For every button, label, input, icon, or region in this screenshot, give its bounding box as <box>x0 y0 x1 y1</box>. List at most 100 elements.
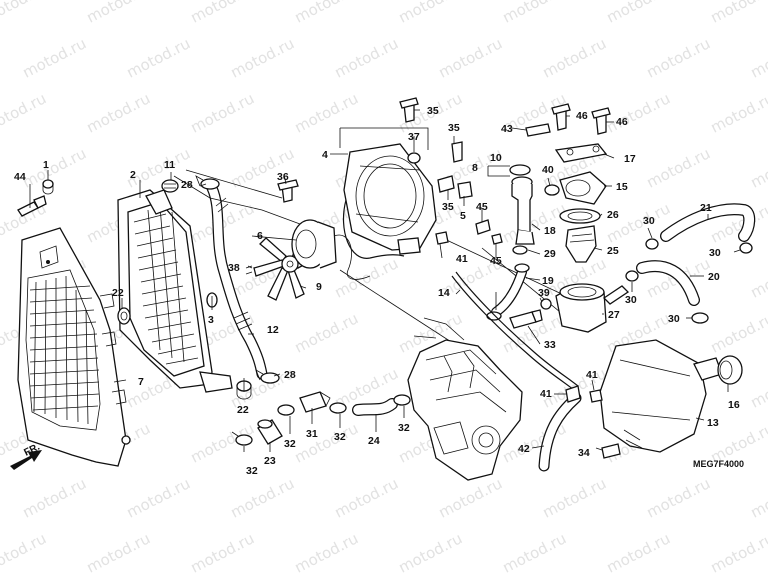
callout-9: 9 <box>316 281 322 293</box>
callout-35-top: 35 <box>427 105 439 117</box>
clamp-32-b <box>277 404 295 416</box>
callout-34: 34 <box>578 447 590 459</box>
o-ring-26 <box>559 208 601 224</box>
callout-11: 11 <box>164 159 175 171</box>
callout-28-lower: 28 <box>284 369 296 381</box>
overflow-tube-42 <box>538 392 582 472</box>
callout-28-upper: 28 <box>181 179 193 191</box>
callout-41-right: 41 <box>586 369 598 381</box>
bolt-43 <box>525 123 551 137</box>
bracket-17 <box>554 143 608 163</box>
reserve-tank-cap-16 <box>717 355 743 385</box>
callout-38: 38 <box>228 262 240 274</box>
callout-22-left: 22 <box>112 287 124 299</box>
callout-15: 15 <box>616 181 628 193</box>
callout-18: 18 <box>544 225 556 237</box>
seal-40 <box>544 184 560 196</box>
callout-19: 19 <box>542 275 554 287</box>
callout-39: 39 <box>538 287 550 299</box>
bolt-35-top <box>399 97 419 123</box>
bolt-45-b <box>491 233 503 245</box>
callout-30-a: 30 <box>643 215 655 227</box>
callout-46-left: 46 <box>576 110 588 122</box>
thermostat-cover-15 <box>559 171 607 205</box>
callout-45-a: 45 <box>476 201 488 213</box>
bolt-46-left <box>551 103 571 131</box>
callout-16: 16 <box>728 399 740 411</box>
clip-5 <box>457 181 473 199</box>
callout-22-lower: 22 <box>237 404 249 416</box>
callout-10: 10 <box>490 152 502 164</box>
hose-21 <box>660 203 756 242</box>
clamp-30-b <box>739 242 753 254</box>
clip-41-mid <box>565 385 581 403</box>
callout-46-right: 46 <box>616 116 628 128</box>
callout-35-left: 35 <box>448 122 460 134</box>
callout-33: 33 <box>544 339 556 351</box>
fitting-31 <box>299 391 331 413</box>
thermostat-25 <box>565 225 597 263</box>
fan-motor-6 <box>291 219 371 280</box>
callout-30-d: 30 <box>668 313 680 325</box>
callout-32-c: 32 <box>334 431 346 443</box>
callout-12: 12 <box>267 324 279 336</box>
bolt-35-right <box>451 141 463 163</box>
radiator-core <box>117 189 233 393</box>
cap-11 <box>161 179 179 193</box>
clip-41-top <box>435 231 449 245</box>
fan-shroud-4 <box>339 127 437 259</box>
callout-36: 36 <box>277 171 289 183</box>
clamp-29-a <box>512 245 528 255</box>
front-arrow: FR. <box>10 441 42 470</box>
callout-44: 44 <box>14 171 26 183</box>
callout-21: 21 <box>700 202 712 214</box>
callout-3: 3 <box>208 314 214 326</box>
callout-37: 37 <box>408 131 420 143</box>
clamp-32-a <box>231 431 253 446</box>
callout-1: 1 <box>43 159 49 171</box>
leader-lines <box>29 109 741 452</box>
thermostat-housing-27 <box>555 283 630 333</box>
hose-clamp-28-upper <box>195 175 220 190</box>
bolt-45-a <box>475 219 491 235</box>
bolt-35-mid <box>437 175 455 193</box>
callout-29: 29 <box>544 248 556 260</box>
callout-30-b: 30 <box>709 247 721 259</box>
callout-8: 8 <box>472 162 478 174</box>
callout-13: 13 <box>707 417 719 429</box>
pipe-19 <box>491 263 530 317</box>
callout-41-mid: 41 <box>540 388 552 400</box>
radiator-hose-12 <box>206 182 268 380</box>
engine <box>407 317 523 481</box>
callout-30-c: 30 <box>625 294 637 306</box>
clamp-32-c <box>329 402 347 414</box>
radiator-shroud <box>17 227 131 467</box>
bolt-36 <box>277 179 299 203</box>
callout-32-b: 32 <box>284 438 296 450</box>
hose-23 <box>257 419 283 445</box>
callout-35-mid: 35 <box>442 201 454 213</box>
clamp-30-d <box>691 312 709 324</box>
hose-24 <box>352 398 398 416</box>
cap-10 <box>509 164 531 176</box>
callout-41-top: 41 <box>456 253 468 265</box>
callout-40: 40 <box>542 164 554 176</box>
callout-14: 14 <box>438 287 450 299</box>
siphon-tube-14 <box>451 271 579 391</box>
clamp-30-c <box>625 270 639 282</box>
callout-24: 24 <box>368 435 380 447</box>
callout-4: 4 <box>322 149 328 161</box>
bolt-39 <box>540 298 552 310</box>
bolt-34 <box>601 443 621 459</box>
callout-45-b: 45 <box>490 255 502 267</box>
hose-20 <box>636 260 700 306</box>
grommet-22-left <box>117 307 131 325</box>
collar-1 <box>42 179 54 195</box>
reserve-tank-13 <box>599 339 723 453</box>
callout-23: 23 <box>264 455 276 467</box>
callout-5: 5 <box>460 210 466 222</box>
callout-6: 6 <box>257 230 263 242</box>
clip-41-right <box>589 389 603 403</box>
